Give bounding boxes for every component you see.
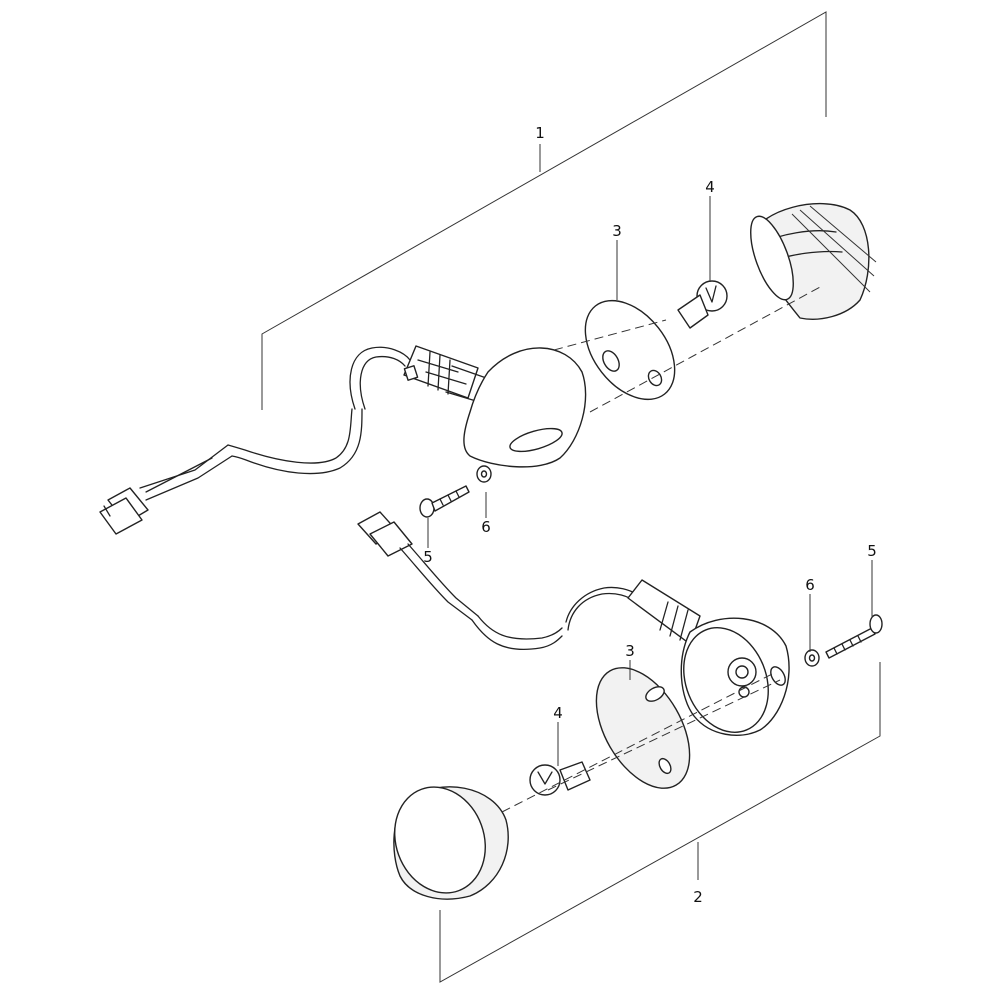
lower-bulb <box>529 761 591 796</box>
leader-lines <box>427 196 873 766</box>
lower-connector <box>357 511 413 557</box>
lower-bullet-housing <box>680 617 790 736</box>
lower-housing-tube <box>627 579 701 645</box>
lower-wire-harness <box>399 543 637 650</box>
callout-5-lower: 5 <box>867 542 877 560</box>
callout-2: 2 <box>693 888 703 906</box>
callout-5-upper: 5 <box>423 548 433 566</box>
callout-6-upper: 6 <box>481 518 491 536</box>
upper-washer <box>476 465 492 483</box>
lower-lens-cover <box>393 786 509 900</box>
callout-labels: 1 3 4 5 6 5 6 3 4 2 <box>423 124 877 906</box>
callout-1: 1 <box>535 124 545 142</box>
upper-lens-gasket <box>584 299 676 401</box>
callout-3-lower: 3 <box>625 642 635 660</box>
upper-screw <box>419 485 470 518</box>
callout-6-lower: 6 <box>805 576 815 594</box>
upper-bullet-housing <box>463 347 587 468</box>
callout-4-lower: 4 <box>553 704 563 722</box>
lower-turn-signal <box>357 511 883 900</box>
upper-bulb <box>677 280 728 329</box>
lower-lens-gasket <box>595 667 691 789</box>
upper-connector <box>99 487 149 535</box>
assembly-2-bracket <box>439 662 881 983</box>
assembly-1-bracket <box>261 11 827 410</box>
upper-wire-harness <box>139 346 411 501</box>
callout-3-upper: 3 <box>612 222 622 240</box>
callout-4-upper: 4 <box>705 178 715 196</box>
lower-screw <box>825 614 883 659</box>
lower-washer <box>804 649 820 667</box>
upper-turn-signal <box>99 202 877 535</box>
upper-lens-cover <box>750 202 877 320</box>
upper-housing-tube <box>403 345 493 405</box>
